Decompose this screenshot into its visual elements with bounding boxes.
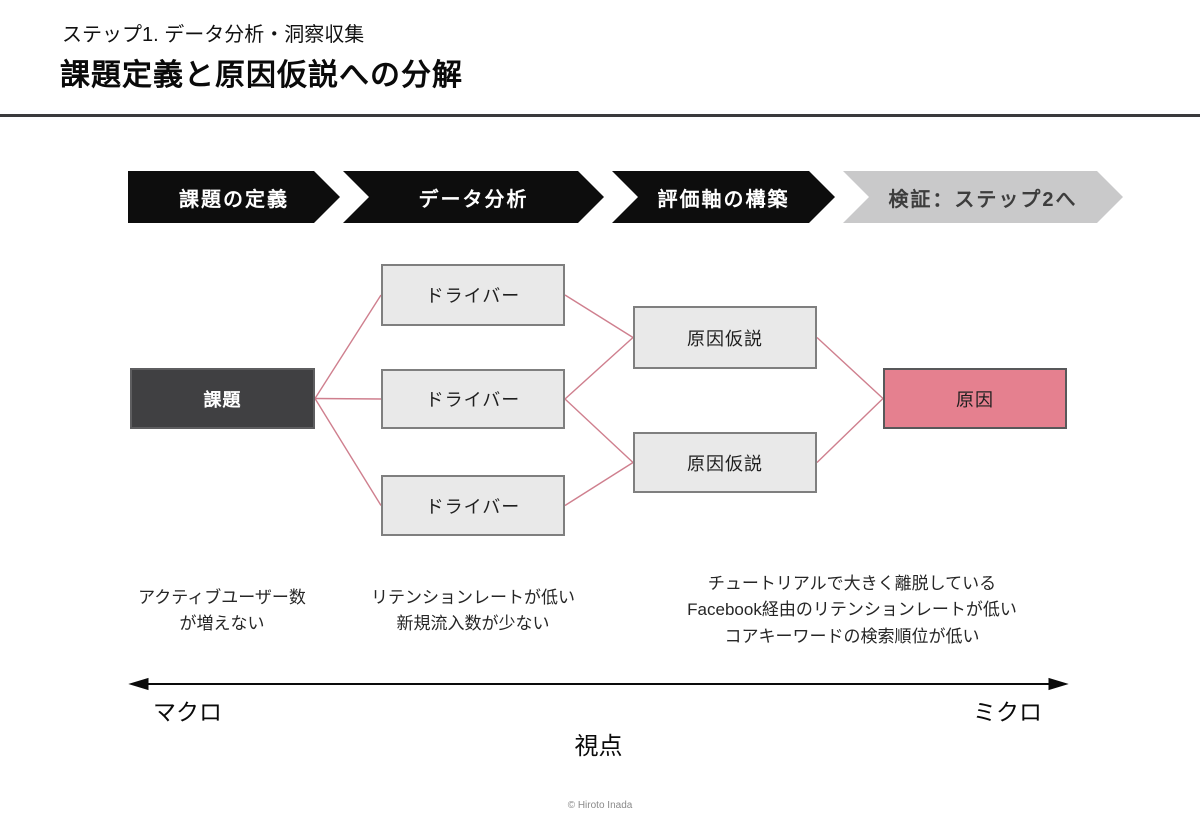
driver-node-1: ドライバー	[381, 264, 565, 326]
axis-title-perspective: 視点	[574, 733, 623, 760]
process-step-issue-definition: 課題の定義	[128, 171, 340, 223]
axis-label-macro: マクロ	[153, 699, 222, 725]
axis-label-micro: ミクロ	[973, 699, 1042, 725]
process-step-data-analysis: データ分析	[343, 171, 604, 223]
cause-hypothesis-node-1: 原因仮説	[633, 306, 817, 369]
copyright-text: © Hiroto Inada	[567, 800, 633, 811]
cause-hypothesis-node-2: 原因仮説	[633, 432, 817, 493]
step-subtitle: ステップ1. データ分析・洞察収集	[62, 24, 365, 46]
cause-node: 原因	[883, 368, 1067, 429]
title-divider	[0, 114, 1200, 117]
issue-node: 課題	[130, 368, 315, 429]
annotation-issue-examples: アクティブユーザー数 が増えない	[138, 588, 306, 634]
process-step-evaluation-axis: 評価軸の構築	[612, 171, 835, 223]
driver-node-2: ドライバー	[381, 369, 565, 429]
page-title: 課題定義と原因仮説への分解	[60, 59, 463, 92]
perspective-axis-arrow	[128, 677, 1069, 691]
annotation-driver-examples: リテンションレートが低い 新規流入数が少ない	[371, 588, 575, 634]
process-step-verification: 検証：ステップ2へ	[843, 171, 1123, 223]
annotation-hypothesis-examples: チュートリアルで大きく離脱している Facebook経由のリテンションレートが低…	[687, 574, 1017, 646]
driver-node-3: ドライバー	[381, 475, 565, 536]
